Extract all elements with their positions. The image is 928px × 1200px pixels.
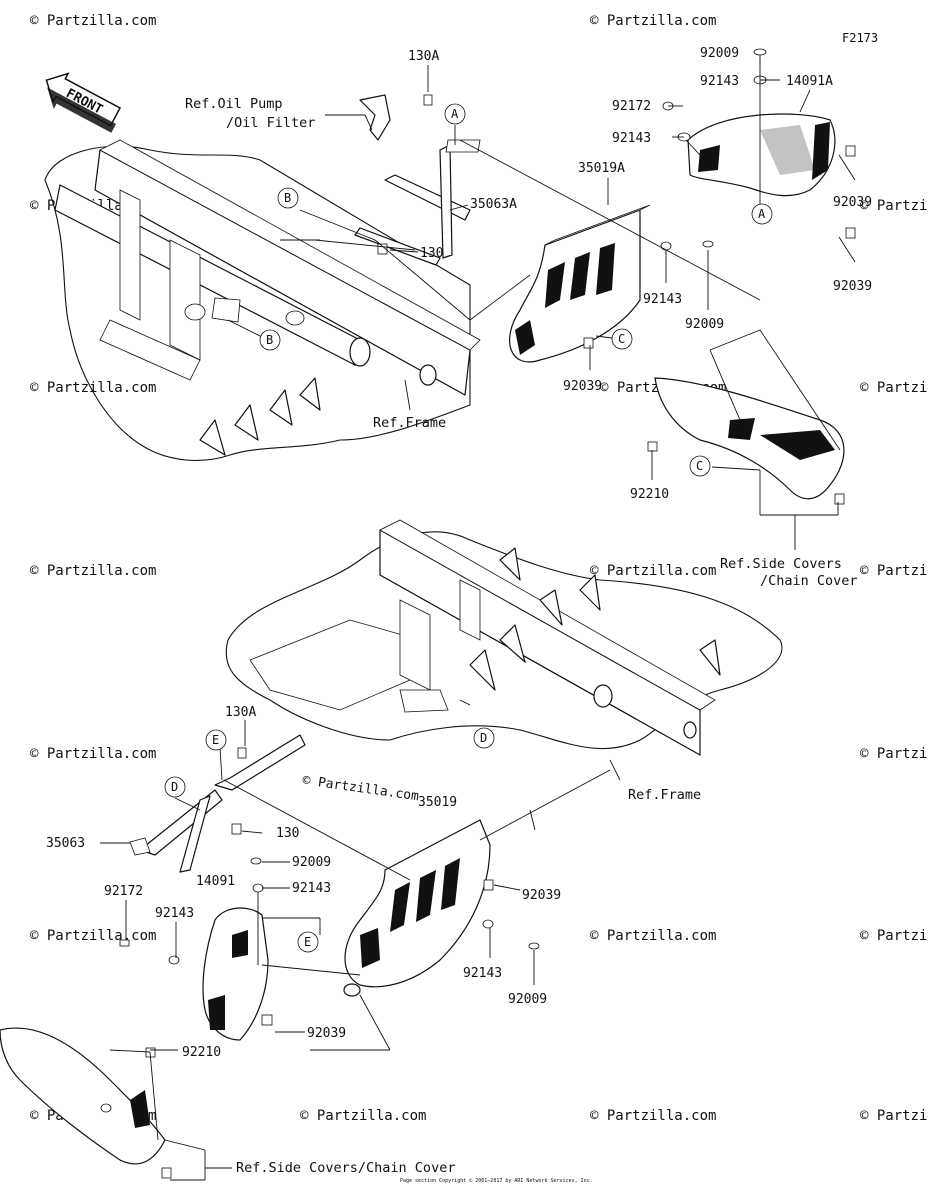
part-number-label: 35019 [418, 795, 457, 810]
part-number-label: 92039 [307, 1026, 346, 1041]
callout-e: E [304, 935, 311, 949]
part-number-label: 92143 [700, 74, 739, 89]
ref-frame-label: Ref.Frame [628, 787, 701, 803]
ref-side-covers-label: Ref.Side Covers [720, 556, 842, 572]
part-number-label: 92009 [292, 855, 331, 870]
watermark: © Partzilla.com [860, 1108, 928, 1124]
center-watermark: © Partzilla.com [301, 773, 420, 804]
watermark: © Partzilla.com [30, 13, 156, 29]
part-number-label: 92039 [833, 195, 872, 210]
part-number-label: 92039 [833, 279, 872, 294]
lower-leader-lines [100, 699, 621, 1181]
upper-leader-lines [227, 60, 856, 550]
ref-chain-cover-label: /Chain Cover [760, 573, 858, 589]
lower-callouts: D D E E [164, 727, 495, 953]
watermark: © Partzilla.com [590, 1108, 716, 1124]
watermark: © Partzilla.com [860, 380, 928, 396]
part-number-label: 92172 [612, 99, 651, 114]
watermark: © Partzilla.com [860, 746, 928, 762]
upper-chain-guard-35019A [509, 204, 651, 363]
callout-a: A [451, 107, 459, 121]
callout-c: C [618, 332, 625, 346]
footer-copyright: Page section Copyright © 2001–2017 by AR… [400, 1178, 593, 1184]
part-number-label: 130 [420, 246, 443, 261]
upper-side-cover [654, 377, 845, 500]
watermark: © Partzilla.com [30, 563, 156, 579]
part-number-label: 92210 [182, 1045, 221, 1060]
ref-side-covers-chain-cover-label: Ref.Side Covers/Chain Cover [236, 1160, 455, 1176]
callout-c: C [696, 459, 703, 473]
part-number-label: 130A [408, 49, 439, 64]
callout-d: D [171, 780, 178, 794]
watermark: © Partzilla.com [860, 928, 928, 944]
part-number-label: 92172 [104, 884, 143, 899]
watermark: © Partzilla.com [590, 563, 716, 579]
watermark: © Partzilla.com [860, 563, 928, 579]
callout-e: E [212, 733, 219, 747]
watermark: © Partzilla.com [860, 198, 928, 214]
watermark: © Partzilla.com [590, 13, 716, 29]
watermark: © Partzilla.com [30, 928, 156, 944]
figure-code: F2173 [842, 31, 878, 45]
watermark: © Partzilla.com [30, 746, 156, 762]
upper-fender-14091A [687, 113, 836, 197]
lower-frame-assembly [225, 519, 783, 756]
part-number-label: 130A [225, 705, 256, 720]
lower-bracket-35063 [129, 734, 306, 873]
callout-b: B [266, 333, 273, 347]
ref-frame-label: Ref.Frame [373, 415, 446, 431]
watermark: © Partzilla.com [590, 928, 716, 944]
part-number-label: 92143 [643, 292, 682, 307]
part-number-label: 14091 [196, 874, 235, 889]
callout-a: A [758, 207, 766, 221]
part-number-label: 92143 [155, 906, 194, 921]
part-number-label: 92143 [292, 881, 331, 896]
lower-part-labels: 130A Ref.Frame 35063 130 35019 92009 921… [46, 705, 701, 1176]
part-number-label: 130 [276, 826, 299, 841]
part-number-label: 92009 [508, 992, 547, 1007]
callout-d: D [480, 731, 487, 745]
part-number-label: 35063 [46, 836, 85, 851]
lower-side-cover [0, 1027, 166, 1165]
ref-oil-filter-label: /Oil Filter [226, 115, 315, 131]
lower-fasteners [119, 747, 540, 1179]
part-number-label: 92009 [685, 317, 724, 332]
watermark: © Partzilla.com [300, 1108, 426, 1124]
part-number-label: 35019A [578, 161, 625, 176]
part-number-label: 35063A [470, 197, 517, 212]
part-number-label: 92210 [630, 487, 669, 502]
part-number-label: 92143 [463, 966, 502, 981]
ref-oil-pump-label: Ref.Oil Pump [185, 96, 283, 112]
upper-part-labels: 130A Ref.Oil Pump /Oil Filter 35063A 130… [185, 46, 872, 589]
part-number-label: 92039 [563, 379, 602, 394]
part-number-label: 14091A [786, 74, 833, 89]
upper-bracket-35063A [354, 94, 481, 266]
upper-frame-assembly [44, 139, 481, 461]
upper-callouts: A A B B C C [259, 103, 773, 477]
watermark: © Partzilla.com [30, 380, 156, 396]
callout-b: B [284, 191, 291, 205]
part-number-label: 92009 [700, 46, 739, 61]
watermark-layer: © Partzilla.com © Partzilla.com © Partzi… [30, 13, 928, 1124]
part-number-label: 92039 [522, 888, 561, 903]
part-number-label: 92143 [612, 131, 651, 146]
front-direction-arrow: FRONT [45, 72, 122, 133]
lower-fender-14091 [202, 907, 269, 1041]
lower-chain-guard-35019 [343, 819, 491, 997]
